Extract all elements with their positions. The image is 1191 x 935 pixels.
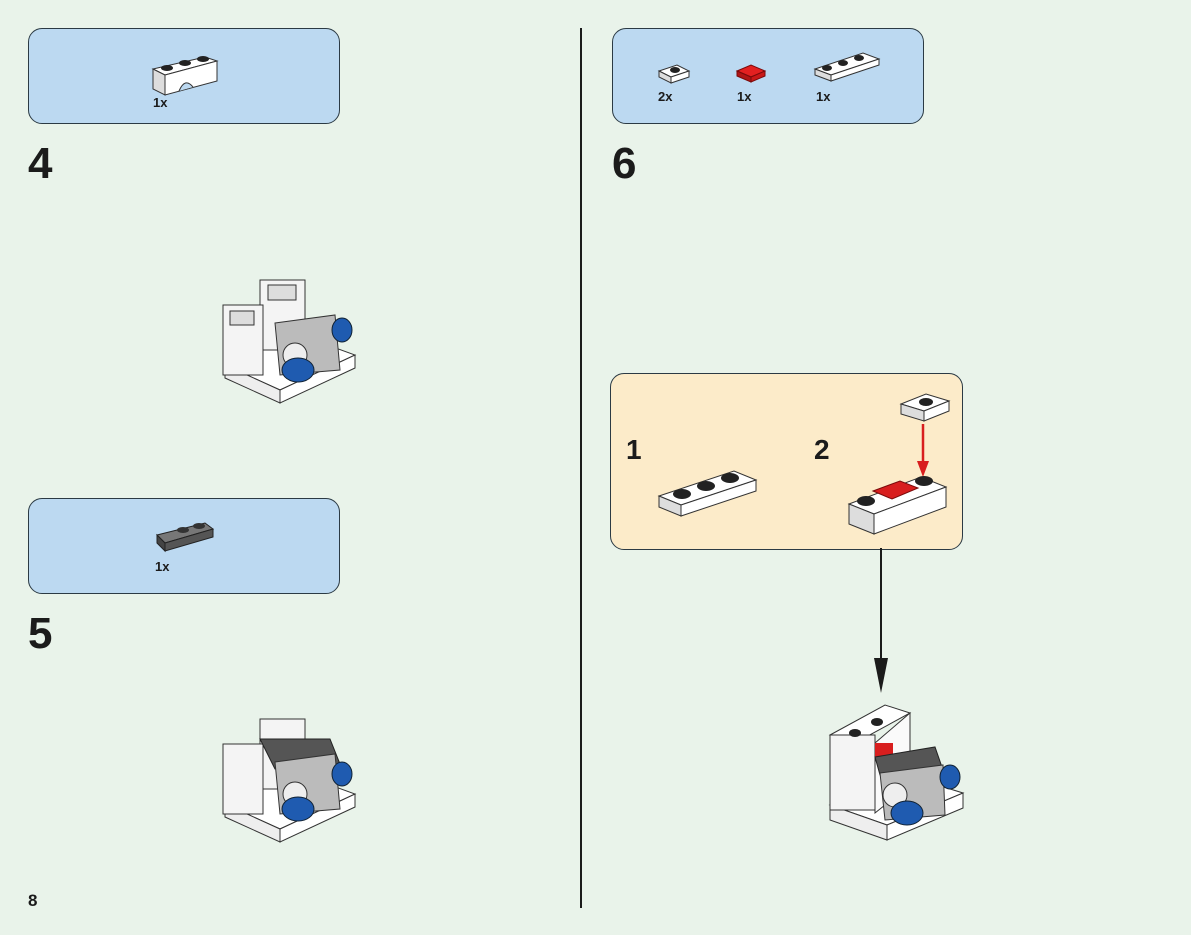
step-number: 6 [612, 139, 637, 188]
step-6-model-illustration [828, 704, 965, 841]
step-6-parts-box: 2x 1x 1x [612, 28, 924, 124]
white-plate-1x4-icon [813, 52, 881, 82]
white-plate-1x2-icon [657, 64, 691, 84]
column-divider [580, 28, 582, 908]
white-arch-brick-icon [151, 56, 219, 96]
down-arrow-icon [874, 548, 888, 693]
step-5-model-illustration [222, 718, 357, 843]
step-number: 4 [28, 139, 53, 188]
sub-assembly-box: 1 2 [610, 373, 963, 550]
part-quantity: 1x [155, 559, 170, 574]
sub-step-number: 1 [626, 434, 642, 465]
part-quantity: 1x [153, 95, 168, 110]
plate-assembly-illustration [847, 393, 951, 535]
sub-step-number: 2 [814, 434, 830, 465]
step-4-parts-box: 1x [28, 28, 340, 124]
part-quantity: 2x [658, 89, 673, 104]
red-tile-icon [735, 64, 767, 83]
step-number: 5 [28, 609, 53, 658]
part-quantity: 1x [816, 89, 831, 104]
white-plate-1x4-illustration [657, 470, 758, 517]
page-number: 8 [28, 891, 38, 910]
step-5-parts-box: 1x [28, 498, 340, 594]
part-quantity: 1x [737, 89, 752, 104]
dark-gray-hinge-plate-icon [156, 522, 215, 553]
step-4-model-illustration [222, 279, 357, 404]
